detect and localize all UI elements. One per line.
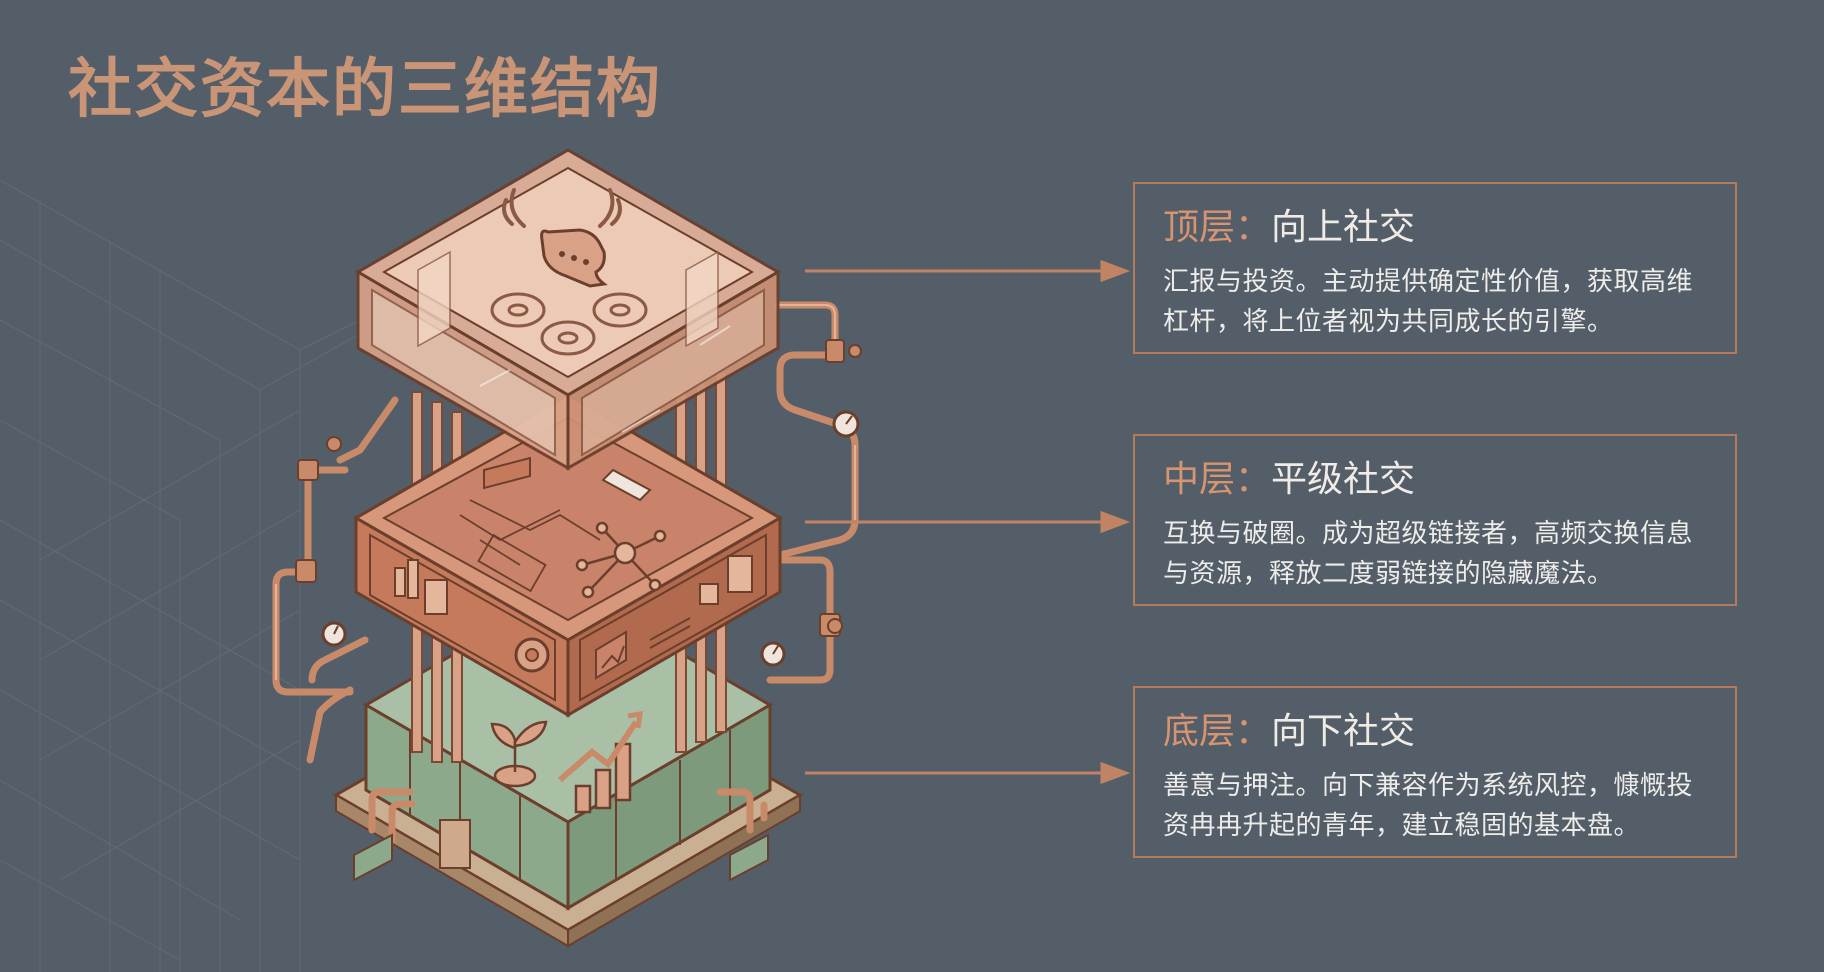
gear-icon [514, 637, 550, 673]
pressure-gauge-icon [321, 410, 860, 667]
page-title: 社交资本的三维结构 [68, 52, 662, 127]
layer-description: 互换与破圈。成为超级链接者，高频交换信息与资源，释放二度弱链接的隐藏魔法。 [1163, 519, 1694, 589]
circuit-traces [459, 499, 601, 593]
separator: ： [1235, 711, 1272, 752]
layer-name: 向下社交 [1271, 711, 1416, 752]
small-screen [483, 456, 531, 490]
pipes-inner [275, 304, 856, 680]
layer-card-bottom: 底层：向下社交 善意与押注。向下兼容作为系统风控，慷慨投资冉冉升起的青年，建立稳… [1133, 686, 1737, 858]
card-heading: 底层：向下社交 [1163, 710, 1707, 754]
layer-card-top: 顶层：向上社交 汇报与投资。主动提供确定性价值，获取高维杠杆，将上位者视为共同成… [1133, 182, 1737, 354]
connector-arrows [805, 259, 1131, 785]
layer-card-middle: 中层：平级社交 互换与破圈。成为超级链接者，高频交换信息与资源，释放二度弱链接的… [1133, 434, 1737, 606]
chip [601, 468, 652, 502]
layer-name: 平级社交 [1271, 459, 1416, 500]
layer-description: 善意与押注。向下兼容作为系统风控，慷慨投资冉冉升起的青年，建立稳固的基本盘。 [1163, 771, 1694, 841]
layer-level: 中层 [1163, 459, 1236, 500]
separator: ： [1235, 207, 1272, 248]
layer-name: 向上社交 [1271, 207, 1416, 248]
server-icon [394, 555, 753, 615]
card-heading: 顶层：向上社交 [1163, 206, 1707, 250]
sprout-icon [490, 720, 548, 788]
gears-icon [490, 292, 648, 356]
card-heading: 中层：平级社交 [1163, 458, 1707, 502]
layer-description: 汇报与投资。主动提供确定性价值，获取高维杠杆，将上位者视为共同成长的引擎。 [1163, 267, 1694, 337]
network-icon [575, 521, 667, 599]
growth-chart-icon [558, 710, 643, 814]
wifi-icon [502, 188, 622, 228]
chat-bubble-icon [540, 228, 608, 288]
separator: ： [1235, 459, 1272, 500]
layer-level: 顶层 [1163, 207, 1236, 248]
layer-level: 底层 [1163, 711, 1236, 752]
valve-icon [295, 339, 862, 637]
